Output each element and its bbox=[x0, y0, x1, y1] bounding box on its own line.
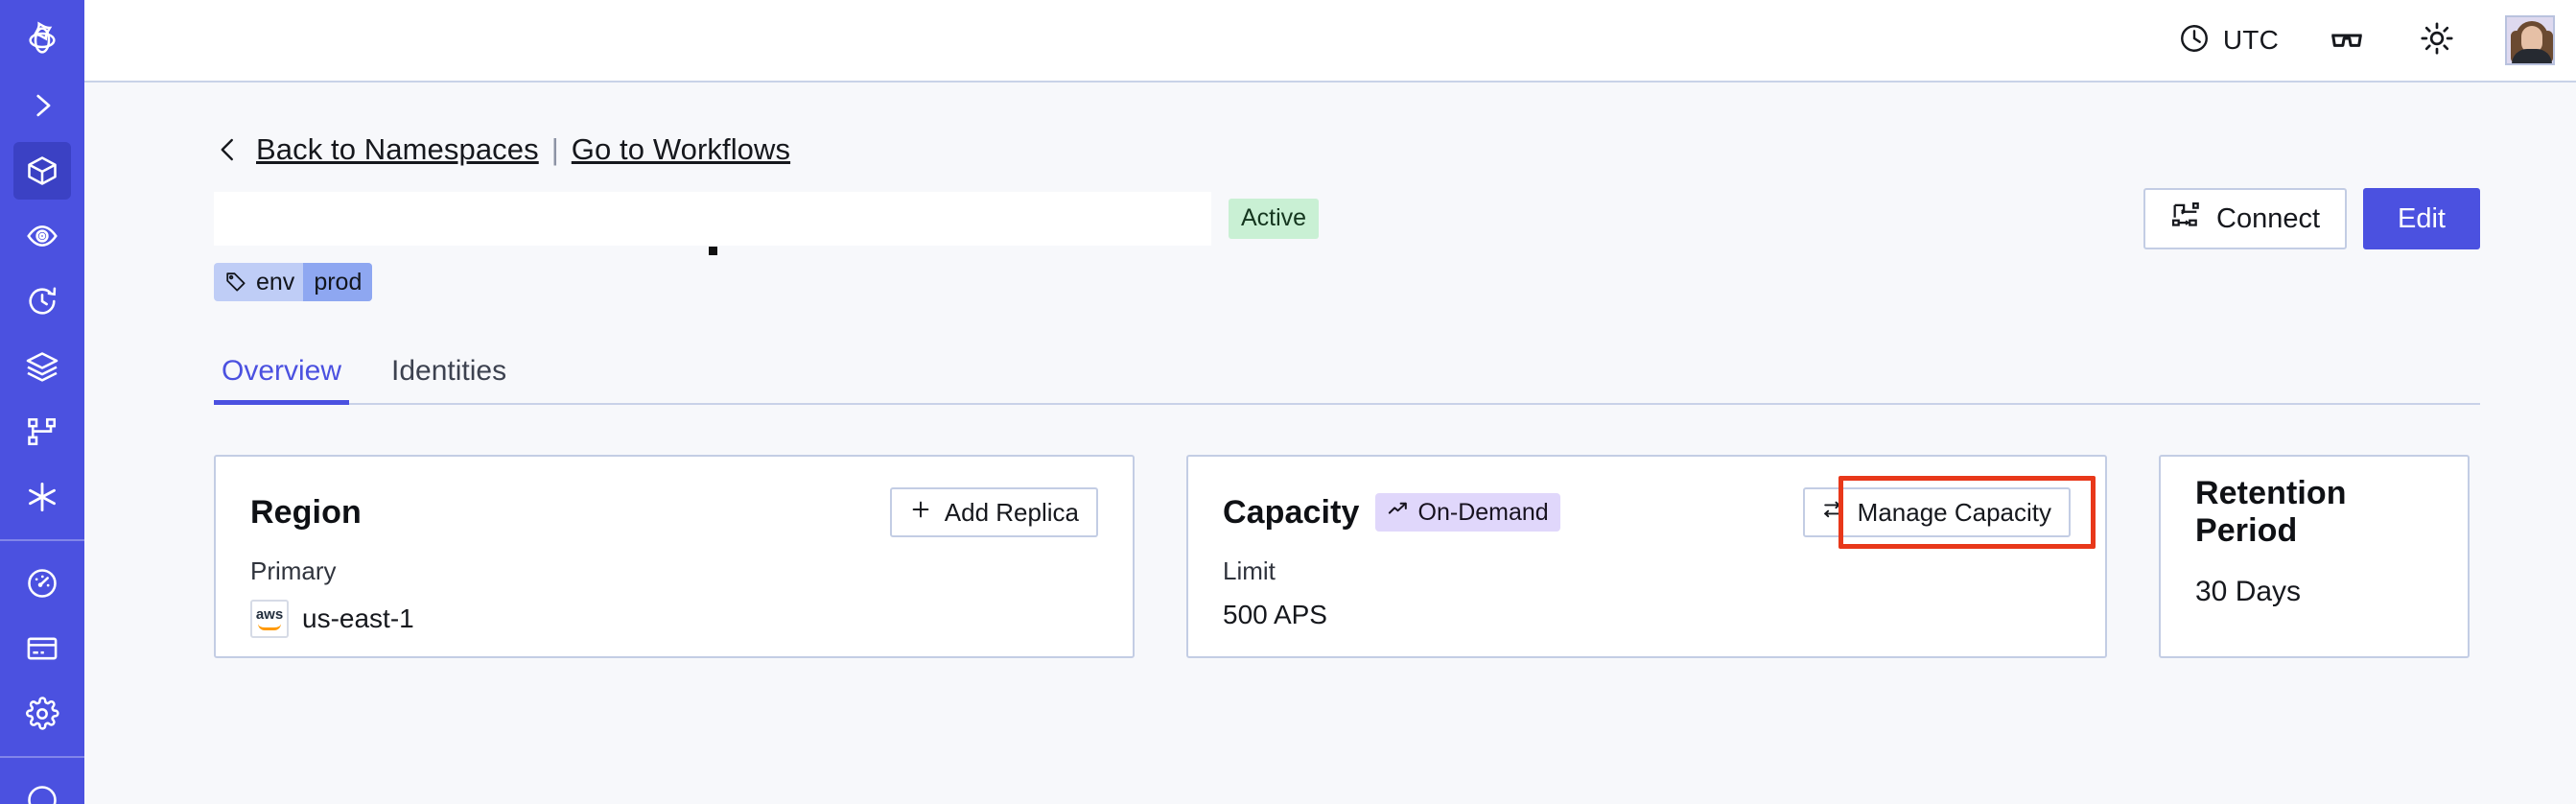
manage-capacity-button[interactable]: Manage Capacity bbox=[1802, 487, 2071, 537]
sidebar-item-namespaces[interactable] bbox=[13, 142, 71, 200]
overview-cards: Region Add Replica bbox=[214, 455, 2480, 658]
chevron-left-icon[interactable] bbox=[214, 133, 243, 166]
tag-key: env bbox=[256, 268, 295, 296]
temporal-logo-icon bbox=[23, 21, 61, 59]
sidebar-item-batch-operations[interactable] bbox=[13, 338, 71, 395]
card-region-value: us-east-1 bbox=[302, 603, 414, 633]
card-retention-head: Retention Period bbox=[2195, 475, 2433, 549]
sidebar-item-help[interactable] bbox=[13, 771, 71, 804]
sidebar-item-usage[interactable] bbox=[13, 555, 71, 612]
primary-sidebar bbox=[0, 0, 84, 804]
card-region-head: Region Add Replica bbox=[250, 487, 1098, 537]
redaction-artifact bbox=[709, 247, 717, 255]
top-bar: UTC bbox=[84, 0, 2576, 83]
avatar-hair-left bbox=[2511, 31, 2521, 63]
asterisk-icon bbox=[24, 479, 60, 515]
manage-capacity-label: Manage Capacity bbox=[1857, 497, 2051, 527]
reading-glasses-button[interactable] bbox=[2325, 18, 2369, 62]
sidebar-divider-1 bbox=[0, 539, 84, 541]
help-circle-icon bbox=[25, 783, 59, 804]
tag-value: prod bbox=[303, 263, 373, 301]
card-region-label: Primary bbox=[250, 556, 337, 585]
page-content: Back to Namespaces | Go to Workflows Act… bbox=[84, 83, 2576, 804]
cube-icon bbox=[25, 154, 59, 188]
capacity-mode-badge: On-Demand bbox=[1374, 493, 1560, 532]
card-retention-value: 30 Days bbox=[2195, 576, 2302, 607]
sidebar-divider-2 bbox=[0, 756, 84, 758]
avatar-face bbox=[2521, 26, 2542, 53]
aws-logo-smile bbox=[258, 624, 281, 630]
add-replica-button[interactable]: Add Replica bbox=[889, 487, 1098, 537]
gear-icon bbox=[25, 697, 59, 731]
sidebar-item-schedules[interactable] bbox=[13, 272, 71, 330]
card-capacity: Capacity On-Demand bbox=[1186, 455, 2107, 658]
clock-history-icon bbox=[25, 284, 59, 319]
tag-chip-env[interactable]: env prod bbox=[214, 263, 373, 301]
status-badge: Active bbox=[1229, 199, 1320, 239]
card-capacity-title: Capacity bbox=[1223, 493, 1360, 531]
breadcrumb-back-link[interactable]: Back to Namespaces bbox=[256, 132, 539, 166]
breadcrumb-workflows-link[interactable]: Go to Workflows bbox=[571, 132, 791, 166]
sidebar-item-settings[interactable] bbox=[13, 685, 71, 743]
card-capacity-label: Limit bbox=[1223, 556, 1276, 585]
clock-icon bbox=[2178, 22, 2211, 59]
content-inner: Back to Namespaces | Go to Workflows Act… bbox=[84, 129, 2576, 658]
edit-button[interactable]: Edit bbox=[2363, 188, 2480, 249]
sun-icon bbox=[2419, 20, 2455, 61]
avatar-body bbox=[2512, 49, 2552, 63]
layers-icon bbox=[25, 349, 59, 384]
card-region-actions: Add Replica bbox=[889, 487, 1098, 537]
card-region-title: Region bbox=[250, 493, 362, 531]
add-replica-label: Add Replica bbox=[944, 497, 1079, 527]
sidebar-item-billing[interactable] bbox=[13, 620, 71, 677]
aws-logo-icon: aws bbox=[250, 600, 289, 638]
reading-glasses-icon bbox=[2328, 19, 2366, 62]
theme-toggle-button[interactable] bbox=[2415, 18, 2459, 62]
timezone-selector[interactable]: UTC bbox=[2178, 22, 2279, 59]
sidebar-item-nexus[interactable] bbox=[13, 468, 71, 526]
tag-icon bbox=[224, 271, 247, 294]
card-retention-title: Retention Period bbox=[2195, 475, 2347, 549]
card-region: Region Add Replica bbox=[214, 455, 1135, 658]
sliders-icon bbox=[1822, 498, 1845, 528]
aws-logo-text: aws bbox=[255, 606, 284, 623]
card-region-value-row: aws us-east-1 bbox=[250, 600, 1098, 638]
namespace-actions: Connect Edit bbox=[2143, 188, 2480, 249]
breadcrumb-separator: | bbox=[550, 132, 559, 166]
namespace-tags: env prod bbox=[214, 261, 2480, 303]
connect-button[interactable]: Connect bbox=[2143, 188, 2348, 249]
tab-overview[interactable]: Overview bbox=[214, 355, 350, 405]
avatar-hair-right bbox=[2542, 31, 2553, 63]
breadcrumb: Back to Namespaces | Go to Workflows bbox=[214, 129, 2480, 171]
tab-bar: Overview Identities bbox=[214, 345, 2480, 405]
workflow-branch-icon bbox=[25, 414, 59, 449]
connect-flow-icon bbox=[2170, 200, 2201, 238]
sidebar-item-expand-nav[interactable] bbox=[13, 77, 71, 134]
credit-card-icon bbox=[25, 631, 59, 666]
namespace-name-redacted bbox=[214, 192, 1211, 255]
card-capacity-value: 500 APS bbox=[1223, 600, 1327, 629]
connect-button-label: Connect bbox=[2216, 202, 2321, 234]
avatar[interactable] bbox=[2505, 15, 2555, 65]
eye-spiral-icon bbox=[25, 219, 59, 253]
chevron-right-icon bbox=[26, 89, 59, 122]
gauge-icon bbox=[25, 566, 59, 601]
tab-identities[interactable]: Identities bbox=[391, 355, 507, 387]
card-retention: Retention Period 30 Days bbox=[2159, 455, 2470, 658]
card-capacity-actions: Manage Capacity bbox=[1802, 487, 2071, 537]
sidebar-item-observability[interactable] bbox=[13, 207, 71, 265]
timezone-label: UTC bbox=[2222, 25, 2279, 55]
namespace-title-row: Active bbox=[214, 188, 2480, 255]
sidebar-item-workflows[interactable] bbox=[13, 403, 71, 461]
plus-icon bbox=[909, 498, 932, 528]
card-capacity-head: Capacity On-Demand bbox=[1223, 487, 2071, 537]
capacity-mode-label: On-Demand bbox=[1417, 498, 1549, 526]
main-region: UTC bbox=[84, 0, 2576, 804]
trend-up-icon bbox=[1387, 498, 1410, 528]
sidebar-item-app-logo[interactable] bbox=[13, 12, 71, 69]
